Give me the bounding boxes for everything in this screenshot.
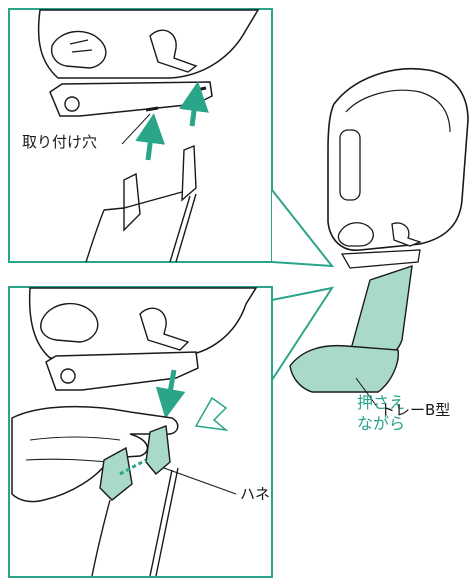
tray-leg-right	[149, 467, 179, 577]
tray-arm-right	[181, 144, 197, 202]
squeeze-arrows	[119, 458, 147, 476]
seat-bottom-plate-2	[45, 351, 199, 391]
tray-edge-top	[103, 191, 183, 211]
seat-bracket-left-bottom	[40, 302, 99, 343]
label-tray-b: トレーB型	[380, 401, 451, 419]
tray-b-arm	[347, 264, 413, 361]
seat-overview	[289, 68, 469, 409]
label-press-while: 押さえ ながら	[357, 392, 405, 434]
tray-b-seat	[289, 344, 399, 393]
label-mounting-holes: 取り付け穴	[22, 133, 98, 151]
callout-top	[271, 189, 335, 268]
seat-hook-right	[149, 29, 198, 73]
seat-bracket-detail	[69, 39, 93, 53]
label-press-line1: 押さえ	[357, 393, 406, 412]
callout-bottom	[271, 286, 335, 381]
detail-panel-top	[8, 8, 273, 263]
label-press-line2: ながら	[357, 414, 406, 433]
tray-leg-left	[91, 499, 111, 577]
seat-bracket-overview	[337, 222, 374, 247]
arrow-down-icon	[155, 369, 186, 419]
hand-fingers	[11, 405, 179, 503]
wing-right	[145, 425, 171, 475]
wing-left	[99, 446, 133, 501]
tray-arm-left	[123, 172, 141, 232]
press-hint-icon	[194, 396, 229, 432]
hand-finger-lines	[25, 436, 121, 463]
seat-hinge-circle-2	[60, 368, 76, 384]
arrow-up-icon	[179, 81, 209, 127]
leader-line-tray	[355, 377, 379, 409]
seat-shell	[327, 68, 469, 251]
leader-line-wing	[163, 467, 237, 495]
mounting-hole-left	[145, 106, 159, 112]
tray-side-right	[169, 193, 197, 263]
arrow-up-icon	[135, 113, 166, 161]
seat-base-overview	[340, 249, 421, 269]
detail-panel-bottom	[8, 286, 273, 578]
seat-hook-overview	[391, 222, 422, 247]
seat-bracket-left	[50, 30, 107, 69]
label-wing: ハネ	[240, 485, 271, 503]
seat-hinge-circle	[64, 96, 80, 112]
seat-hook-right-bottom	[139, 307, 190, 351]
mounting-hole-right	[195, 86, 207, 92]
tray-side-left	[85, 209, 105, 263]
seat-back-inner	[345, 89, 451, 133]
seat-handle-slot	[339, 129, 361, 201]
